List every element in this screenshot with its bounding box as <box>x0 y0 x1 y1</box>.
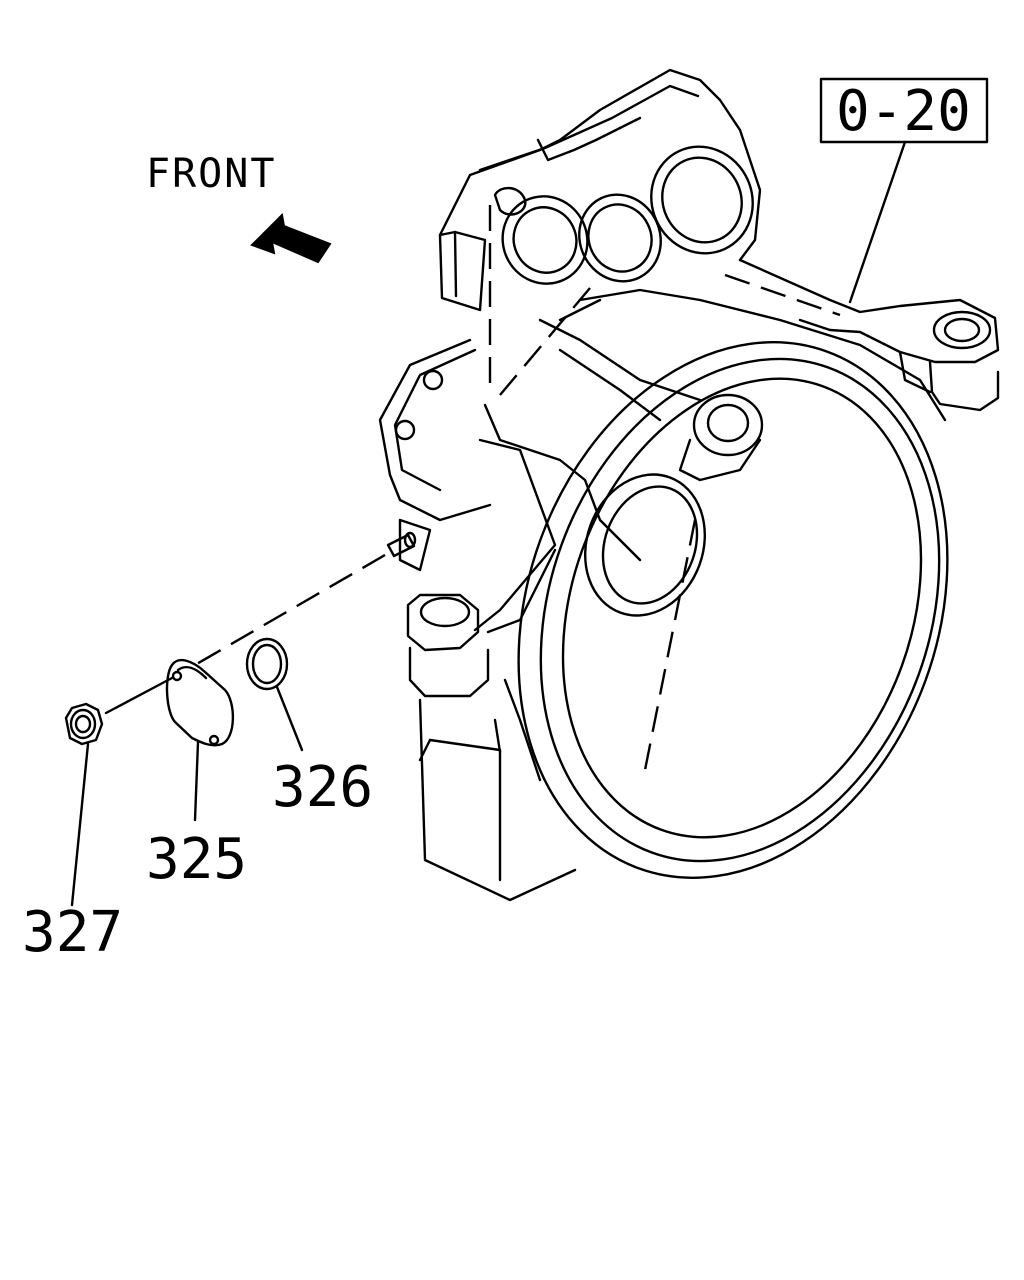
callout-327-label: 327 <box>22 900 123 965</box>
o-ring-part <box>245 637 304 752</box>
front-label: FRONT <box>146 151 276 197</box>
callout-325-label: 325 <box>146 827 247 892</box>
assembly-center-line <box>194 553 386 667</box>
reference-box-label: 0-20 <box>836 79 971 144</box>
flywheel-housing <box>378 68 1000 902</box>
reference-leader-line <box>848 140 907 304</box>
front-arrow-icon <box>250 212 332 264</box>
flange-nut-part <box>64 702 104 907</box>
reference-box: 0-20 <box>819 77 989 304</box>
assembly-line-nut <box>104 676 174 715</box>
cover-plate-part <box>165 658 235 822</box>
callout-326-label: 326 <box>272 755 373 820</box>
